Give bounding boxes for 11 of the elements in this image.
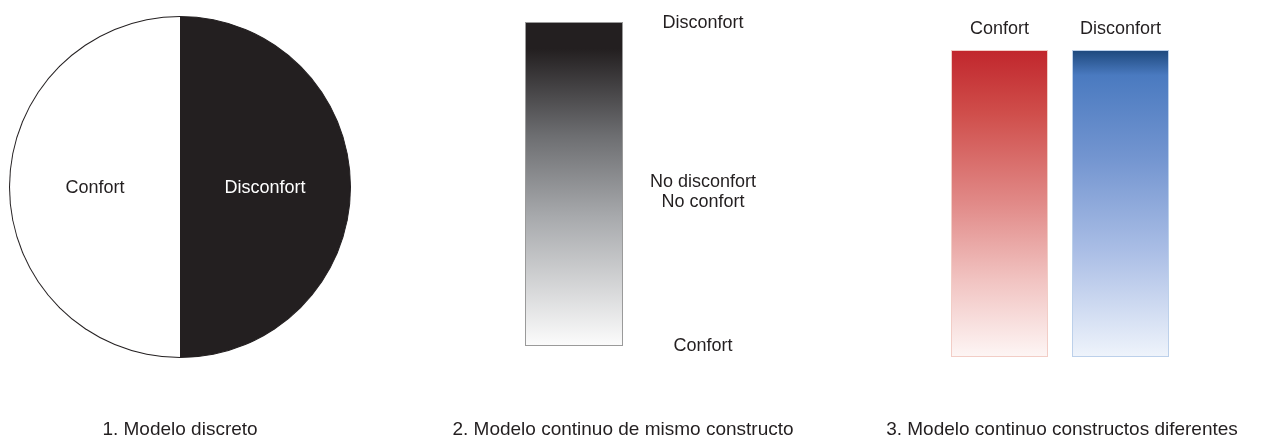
caption: 3. Modelo continuo constructos diferentes xyxy=(885,419,1239,439)
scale-label: Confort xyxy=(672,335,734,355)
region-label: Confort xyxy=(65,177,125,197)
bar-heading: Disconfort xyxy=(1080,17,1161,40)
scale-label: No disconfort No confort xyxy=(648,171,758,211)
caption: 1. Modelo discreto xyxy=(101,419,259,439)
scale-label: Disconfort xyxy=(661,12,745,32)
gradient-bar xyxy=(525,22,623,346)
bar-heading: Confort xyxy=(970,17,1029,40)
caption: 2. Modelo continuo de mismo constructo xyxy=(451,419,795,439)
region-label: Disconfort xyxy=(224,177,306,197)
